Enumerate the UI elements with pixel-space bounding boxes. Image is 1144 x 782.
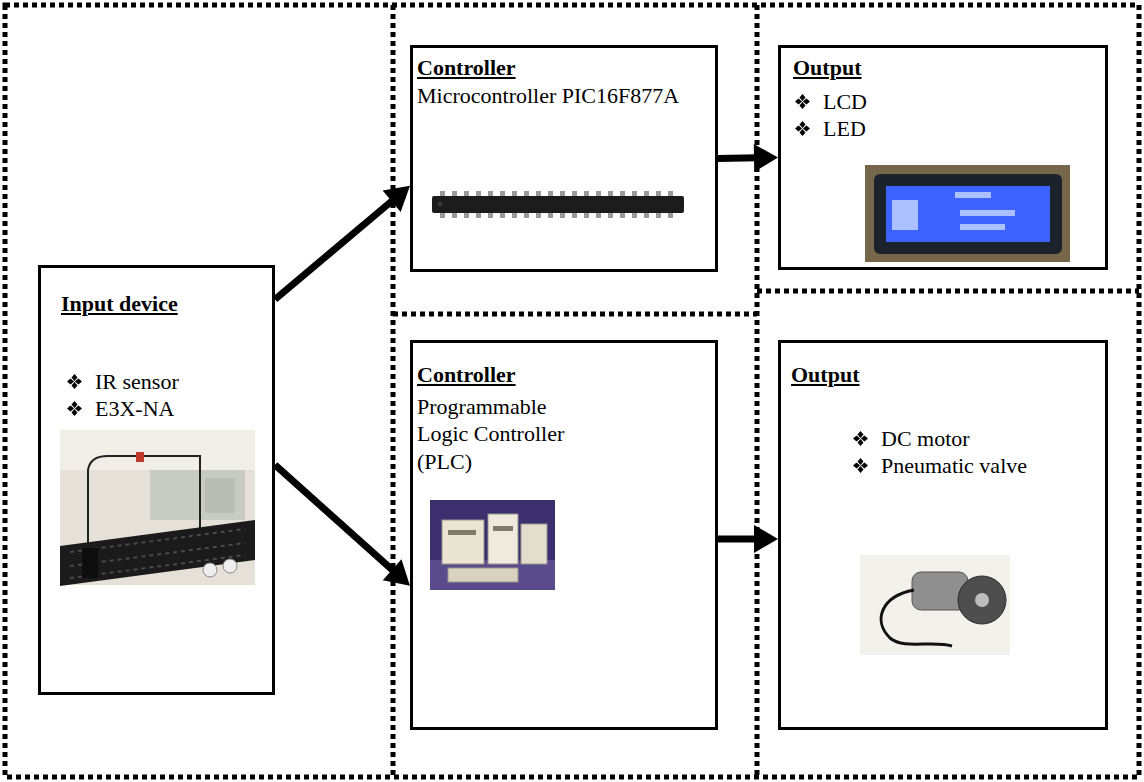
dotted-divider bbox=[755, 5, 760, 777]
box-text: Microcontroller PIC16F877A bbox=[417, 83, 679, 108]
arrow-head bbox=[383, 559, 410, 585]
block-box: Input device IR sensorE3X-NA bbox=[38, 265, 275, 695]
block-box: ControllerProgrammable Logic Controller … bbox=[410, 340, 718, 730]
plc-terminal bbox=[493, 526, 513, 531]
bullet-symbol bbox=[853, 431, 868, 446]
dotted-frames bbox=[5, 5, 1139, 777]
box-text: E3X-NA bbox=[95, 396, 174, 421]
connector-arrow bbox=[718, 525, 778, 553]
conveyor-belt bbox=[60, 520, 255, 586]
plc-module bbox=[448, 568, 518, 582]
heading-block: Output bbox=[793, 54, 1097, 82]
heading-block: Controller bbox=[417, 361, 707, 389]
arrow-shaft bbox=[275, 199, 395, 300]
photo-ground bbox=[860, 555, 1010, 655]
heading-block: Controller bbox=[417, 54, 707, 82]
block-box: ControllerMicrocontroller PIC16F877A bbox=[410, 45, 718, 272]
roller bbox=[223, 559, 237, 573]
box-text: DC motor bbox=[881, 426, 970, 451]
chip-photo bbox=[432, 191, 684, 218]
connector-arrow bbox=[275, 186, 410, 300]
sensor-head bbox=[136, 452, 144, 462]
bullet-shape bbox=[795, 94, 810, 109]
box-heading: Output bbox=[793, 55, 861, 80]
bullet-item: E3X-NA bbox=[65, 395, 295, 423]
bullet-item: LED bbox=[793, 115, 1073, 143]
lcd-glyph bbox=[960, 224, 1005, 230]
lcd-glyph bbox=[955, 192, 991, 198]
block-box: OutputLCDLED bbox=[778, 45, 1108, 270]
arrow-shaft bbox=[718, 154, 758, 162]
connector-arrow bbox=[718, 144, 778, 172]
box-text: LCD bbox=[823, 89, 867, 114]
bullet-symbol bbox=[795, 121, 810, 136]
bullet-shape bbox=[67, 401, 82, 416]
plc-photo bbox=[430, 500, 555, 590]
body-block: Programmable Logic Controller (PLC) bbox=[417, 393, 592, 476]
motor-wire bbox=[881, 590, 952, 646]
bullet-shape bbox=[67, 374, 82, 389]
body-block: Microcontroller PIC16F877A bbox=[417, 82, 707, 110]
bullet-symbol bbox=[67, 374, 82, 389]
bullet-shape bbox=[853, 431, 868, 446]
box-text: Programmable Logic Controller (PLC) bbox=[417, 394, 564, 474]
arrow-shaft bbox=[718, 535, 758, 542]
background-machine bbox=[150, 470, 245, 520]
arrow-head bbox=[754, 144, 778, 172]
lcd-frame bbox=[874, 174, 1062, 254]
lcd-glyphs bbox=[892, 192, 1015, 230]
chip-notch bbox=[438, 202, 443, 207]
lcd-photo bbox=[865, 165, 1070, 262]
box-text: LED bbox=[823, 116, 866, 141]
box-heading: Output bbox=[791, 362, 859, 387]
photo-ground bbox=[430, 500, 555, 590]
bullet-shape bbox=[795, 121, 810, 136]
heading-block: Output bbox=[791, 361, 1097, 389]
arrow-head bbox=[754, 525, 778, 553]
bullet-symbol bbox=[795, 94, 810, 109]
conveyor-photo bbox=[60, 430, 255, 586]
lcd-glyph bbox=[892, 200, 918, 230]
lcd-screen bbox=[886, 186, 1050, 242]
plc-module bbox=[488, 514, 518, 564]
motor-gearbox bbox=[958, 576, 1006, 624]
bullet-item: IR sensor bbox=[65, 368, 295, 396]
dotted-divider bbox=[391, 5, 396, 777]
block-box: Output DC motorPneumatic valve bbox=[778, 340, 1108, 730]
arrow-head bbox=[383, 186, 410, 212]
bullet-item: Pneumatic valve bbox=[851, 452, 1066, 480]
hanging-sensor bbox=[82, 548, 98, 578]
bullet-item: LCD bbox=[793, 88, 1073, 116]
bullet-symbol bbox=[67, 401, 82, 416]
arrow-shaft bbox=[275, 465, 395, 572]
lcd-glyph bbox=[960, 210, 1015, 216]
chip-body bbox=[432, 196, 684, 213]
background-machine bbox=[205, 478, 235, 513]
box-heading: Controller bbox=[417, 55, 516, 80]
photo-ground bbox=[865, 165, 1070, 262]
box-text: Pneumatic valve bbox=[881, 453, 1027, 478]
plc-module bbox=[521, 524, 547, 564]
heading-block: Input device bbox=[61, 290, 264, 318]
dotted-divider bbox=[757, 289, 1139, 294]
plc-terminal bbox=[448, 530, 476, 535]
connector-arrow bbox=[275, 465, 410, 586]
dotted-divider bbox=[393, 312, 757, 317]
box-heading: Input device bbox=[61, 291, 178, 316]
bullet-item: DC motor bbox=[851, 425, 1066, 453]
plc-module bbox=[442, 520, 484, 564]
photo-ground bbox=[60, 430, 255, 585]
dotted-outer-frame bbox=[5, 5, 1139, 777]
belt-links bbox=[70, 529, 245, 578]
box-heading: Controller bbox=[417, 362, 516, 387]
bullet-shape bbox=[853, 458, 868, 473]
motor-photo bbox=[860, 555, 1010, 655]
roller bbox=[203, 563, 217, 577]
motor-shaft bbox=[975, 593, 989, 607]
box-text: IR sensor bbox=[95, 369, 179, 394]
bullet-symbol bbox=[853, 458, 868, 473]
